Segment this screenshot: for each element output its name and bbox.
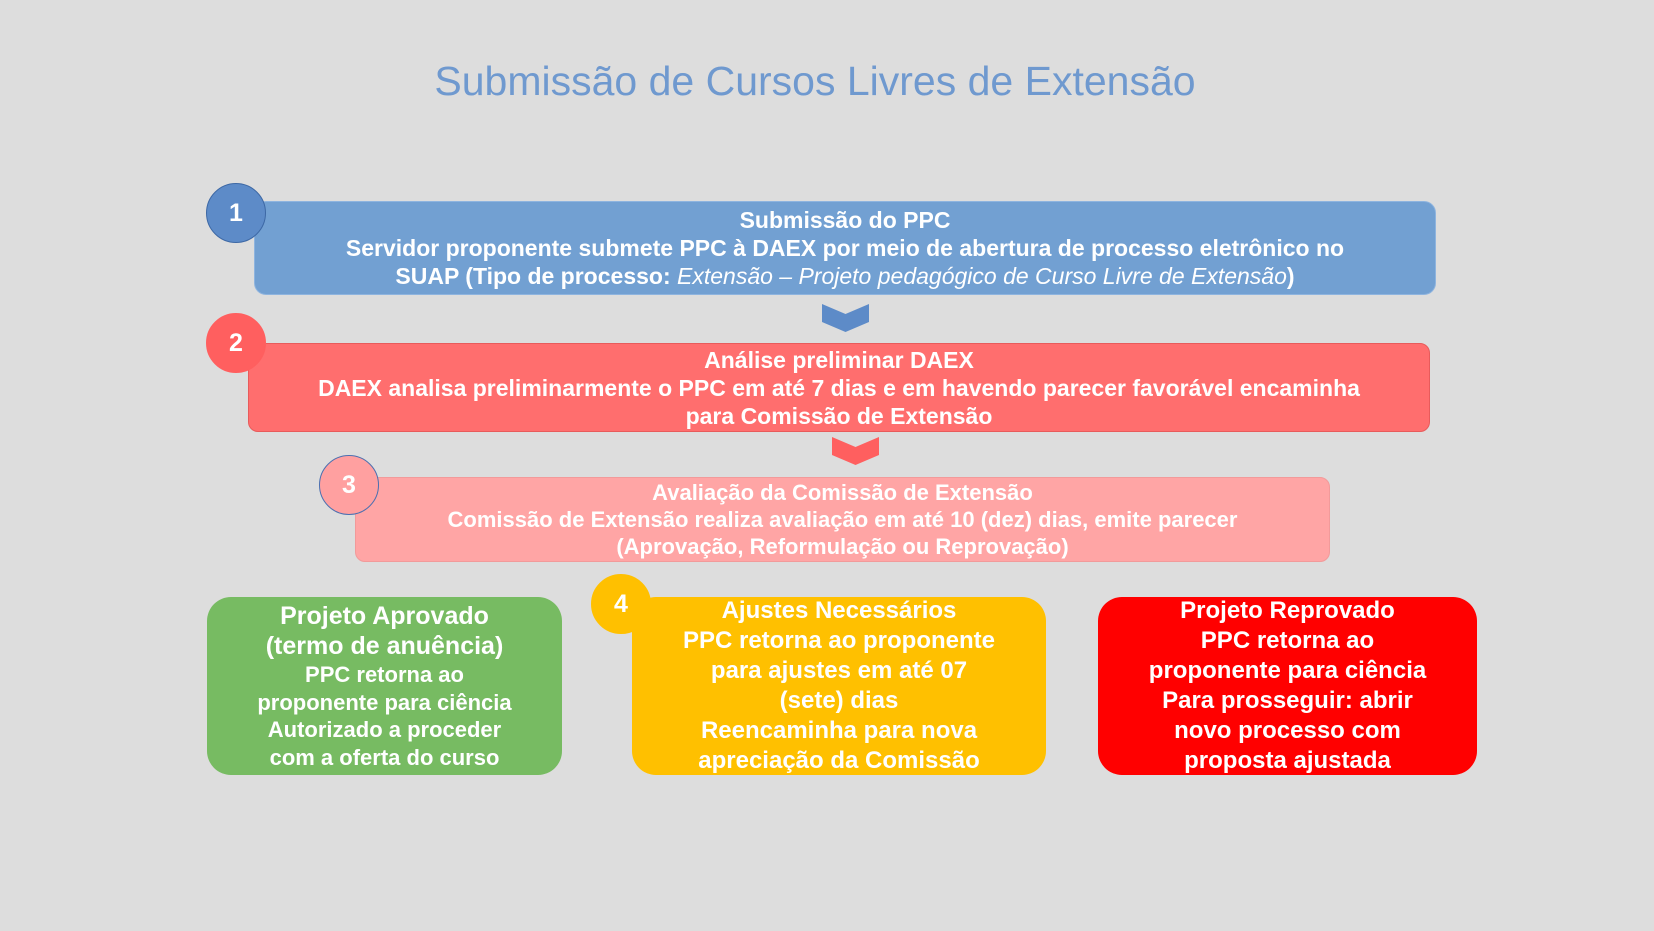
outcome-approved-box: Projeto Aprovado (termo de anuência) PPC…: [207, 597, 562, 775]
chevron-down-icon: [832, 437, 879, 465]
outcome-adjustments-line: apreciação da Comissão: [698, 747, 980, 774]
outcome-rejected-line: PPC retorna ao: [1200, 627, 1375, 654]
step-2-line-2: para Comissão de Extensão: [685, 402, 993, 429]
step-1-line-1: Servidor proponente submete PPC à DAEX p…: [345, 235, 1345, 261]
outcome-adjustments-line: (sete) dias: [779, 687, 899, 714]
outcome-rejected-line: novo processo com: [1174, 717, 1401, 744]
step-3-number-badge: 3: [319, 455, 379, 515]
outcome-adjustments-line: para ajustes em até 07: [710, 657, 968, 684]
outcome-rejected-line: proposta ajustada: [1184, 747, 1391, 774]
outcome-rejected-heading: Projeto Reprovado: [1180, 597, 1395, 624]
step-2-heading: Análise preliminar DAEX: [704, 346, 974, 373]
step-1-line-2-italic: Extensão – Projeto pedagógico de Curso L…: [677, 263, 1287, 289]
step-3-line-1: Comissão de Extensão realiza avaliação e…: [447, 507, 1238, 532]
step-1-line-2: SUAP (Tipo de processo: Extensão – Proje…: [255, 262, 1435, 290]
chevron-down-icon: [822, 304, 869, 332]
outcome-rejected-line: Para prosseguir: abrir: [1162, 687, 1413, 714]
step-1-line-2-suffix: ): [1286, 263, 1295, 289]
outcome-approved-line: Autorizado a proceder: [267, 717, 502, 742]
outcome-adjustments-line: Reencaminha para nova: [700, 717, 978, 744]
step-2-line-1: DAEX analisa preliminarmente o PPC em at…: [318, 374, 1360, 401]
outcome-approved-line: proponente para ciência: [257, 689, 512, 715]
step-3-box: Avaliação da Comissão de Extensão Comiss…: [355, 477, 1330, 562]
outcome-rejected-line: proponente para ciência: [1148, 657, 1427, 684]
outcome-adjustments-heading: Ajustes Necessários: [721, 597, 957, 624]
step-2-number-badge: 2: [206, 313, 266, 373]
outcome-approved-line: com a oferta do curso: [269, 744, 500, 770]
step-1-line-2-prefix: SUAP (Tipo de processo:: [395, 263, 677, 289]
outcome-approved-line: (termo de anuência): [265, 632, 504, 660]
outcome-approved-line: PPC retorna ao: [305, 662, 464, 687]
outcome-adjustments-box: Ajustes Necessários PPC retorna ao propo…: [632, 597, 1046, 775]
outcome-rejected-box: Projeto Reprovado PPC retorna ao propone…: [1098, 597, 1477, 775]
step-1-number-badge: 1: [206, 183, 266, 243]
step-3-heading: Avaliação da Comissão de Extensão: [652, 480, 1033, 505]
step-1-box: Submissão do PPC Servidor proponente sub…: [254, 201, 1436, 295]
step-4-number-badge: 4: [591, 574, 651, 634]
outcome-approved-heading: Projeto Aprovado: [280, 602, 489, 630]
page-title: Submissão de Cursos Livres de Extensão: [434, 58, 1196, 104]
step-2-box: Análise preliminar DAEX DAEX analisa pre…: [248, 343, 1430, 432]
outcome-adjustments-line: PPC retorna ao proponente: [682, 627, 996, 654]
step-3-line-2: (Aprovação, Reformulação ou Reprovação): [616, 534, 1069, 559]
step-1-heading: Submissão do PPC: [739, 207, 951, 233]
